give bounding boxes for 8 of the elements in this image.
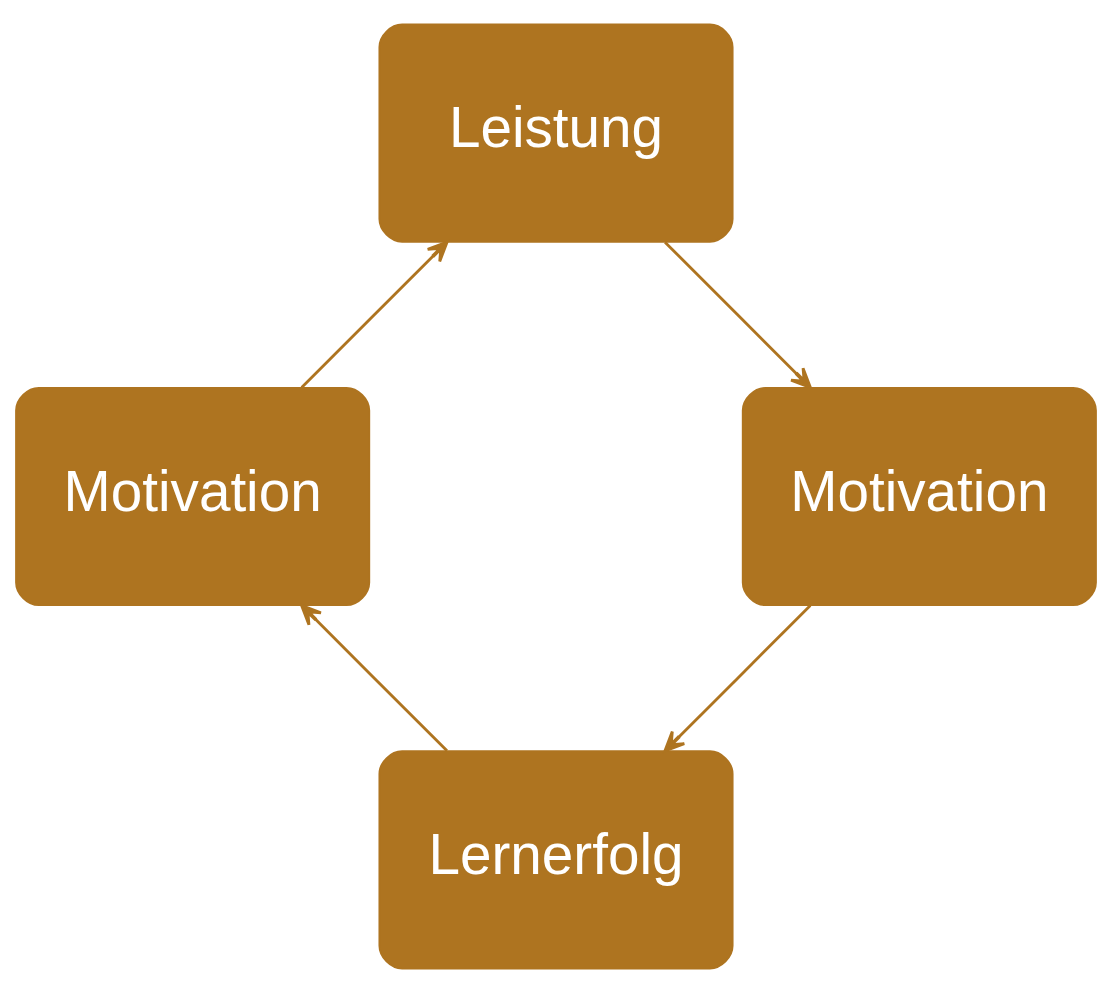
arrow <box>300 240 449 388</box>
node-box: Motivation <box>15 386 371 606</box>
node-box: Leistung <box>378 23 734 243</box>
arrow <box>663 604 812 752</box>
arrow <box>664 240 812 389</box>
arrow <box>300 603 448 752</box>
node-box: Motivation <box>741 386 1097 606</box>
node-box: Lernerfolg <box>378 749 734 969</box>
